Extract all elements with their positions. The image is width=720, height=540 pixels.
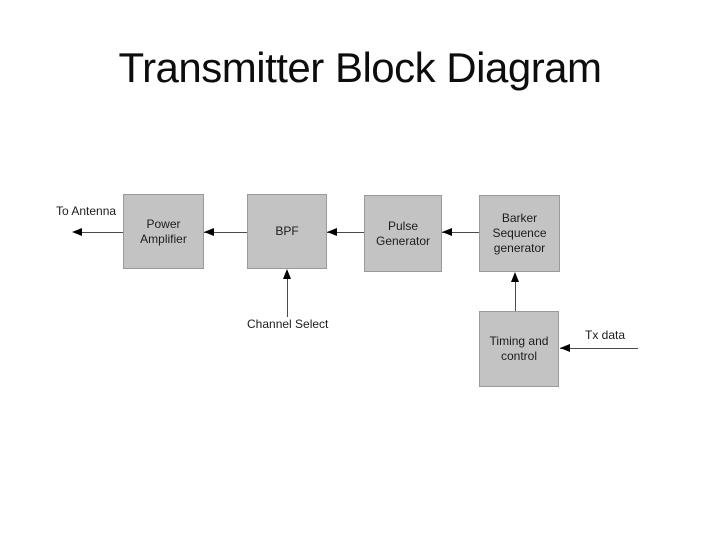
node-barker-sequence-generator: Barker Sequence generator — [479, 195, 560, 272]
arrowhead-into-barker — [511, 272, 519, 282]
connector-pulse-generator-to-bpf — [327, 232, 364, 233]
connector-channel-select-to-bpf — [287, 271, 288, 317]
arrowhead-channel-select-into-bpf — [283, 269, 291, 279]
node-power-amplifier: Power Amplifier — [123, 194, 204, 269]
arrowhead-into-power-amplifier — [204, 228, 214, 236]
node-bpf: BPF — [247, 194, 327, 269]
label-to-antenna: To Antenna — [56, 204, 117, 218]
connector-barker-to-pulse-generator — [442, 232, 479, 233]
arrowhead-into-bpf — [327, 228, 337, 236]
arrowhead-into-timing — [560, 344, 570, 352]
connector-timing-to-barker — [515, 274, 516, 311]
arrowhead-into-pulse-generator — [442, 228, 452, 236]
node-pulse-generator-label: Pulse Generator — [375, 218, 431, 248]
node-power-amplifier-label: Power Amplifier — [140, 216, 187, 246]
connector-tx-data-to-timing — [560, 348, 638, 349]
slide-title: Transmitter Block Diagram — [118, 44, 602, 91]
connector-power-amplifier-to-antenna — [75, 232, 123, 233]
node-timing-and-control: Timing and control — [479, 311, 559, 387]
node-pulse-generator: Pulse Generator — [364, 195, 442, 272]
arrowhead-to-antenna — [72, 228, 82, 236]
connector-bpf-to-power-amplifier — [204, 232, 247, 233]
node-timing-and-control-label: Timing and control — [489, 334, 549, 363]
node-barker-sequence-generator-label: Barker Sequence generator — [492, 211, 547, 255]
node-bpf-label: BPF — [275, 224, 299, 238]
label-channel-select: Channel Select — [247, 317, 329, 331]
label-tx-data: Tx data — [585, 328, 626, 342]
